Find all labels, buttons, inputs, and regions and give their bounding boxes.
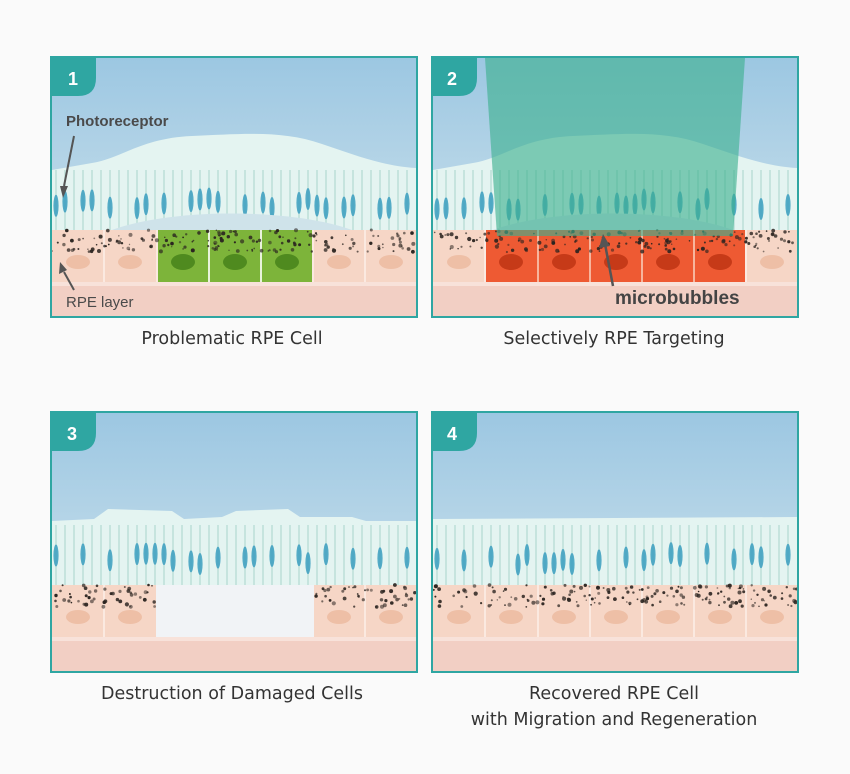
detachment-gap xyxy=(112,213,352,230)
panel-number-badge xyxy=(52,58,96,96)
melanin-granules xyxy=(54,583,416,609)
caption-line: with Migration and Regeneration xyxy=(470,710,758,730)
rpe-layer-label: RPE layer xyxy=(66,294,134,311)
panel-number-badge xyxy=(433,58,477,96)
panel-3-illustration: 3 xyxy=(52,413,416,671)
caption-line: Problematic RPE Cell xyxy=(141,329,323,349)
melanin-granules xyxy=(433,583,797,609)
panel-1-illustration: Photoreceptor RPE layer 1 xyxy=(52,58,416,316)
panel-number: 1 xyxy=(68,69,78,89)
panel-4-illustration: 4 xyxy=(433,413,797,671)
melanin-granules xyxy=(52,228,416,254)
rpe-layer xyxy=(433,583,797,671)
panel-1: Photoreceptor RPE layer 1 xyxy=(50,56,418,318)
rods xyxy=(53,525,410,585)
caption-line: Destruction of Damaged Cells xyxy=(101,684,363,704)
microbubbles-arrow xyxy=(599,234,615,287)
photoreceptor-layer xyxy=(52,509,416,585)
panel-number: 2 xyxy=(447,69,457,89)
rpe-layer xyxy=(52,228,416,316)
laser-beam xyxy=(485,58,745,236)
caption-line: Recovered RPE Cell xyxy=(529,684,699,704)
arrow-rpe-layer xyxy=(59,262,75,291)
destroyed-cell-gap xyxy=(156,585,314,637)
caption-4: Recovered RPE Cell with Migration and Re… xyxy=(414,681,814,733)
caption-line: Selectively RPE Targeting xyxy=(503,329,725,349)
arrow-photoreceptor xyxy=(60,135,75,198)
caption-1: Problematic RPE Cell xyxy=(32,326,432,352)
panel-number: 3 xyxy=(67,424,77,444)
rods xyxy=(434,525,791,585)
panel-number-badge xyxy=(52,413,96,451)
rpe-layer xyxy=(52,583,416,671)
photoreceptor-layer xyxy=(433,517,797,585)
panel-4: 4 xyxy=(431,411,799,673)
panel-2-illustration: microbubbles 2 xyxy=(433,58,797,316)
panel-number: 4 xyxy=(447,424,457,444)
photoreceptor-label: Photoreceptor xyxy=(66,113,169,130)
photoreceptor-layer xyxy=(52,133,416,233)
caption-2: Selectively RPE Targeting xyxy=(414,326,814,352)
microbubbles-label: microbubbles xyxy=(615,288,740,309)
caption-3: Destruction of Damaged Cells xyxy=(32,681,432,707)
panel-number-badge xyxy=(433,413,477,451)
rpe-layer xyxy=(433,228,797,316)
panel-3: 3 xyxy=(50,411,418,673)
panel-2: microbubbles 2 xyxy=(431,56,799,318)
